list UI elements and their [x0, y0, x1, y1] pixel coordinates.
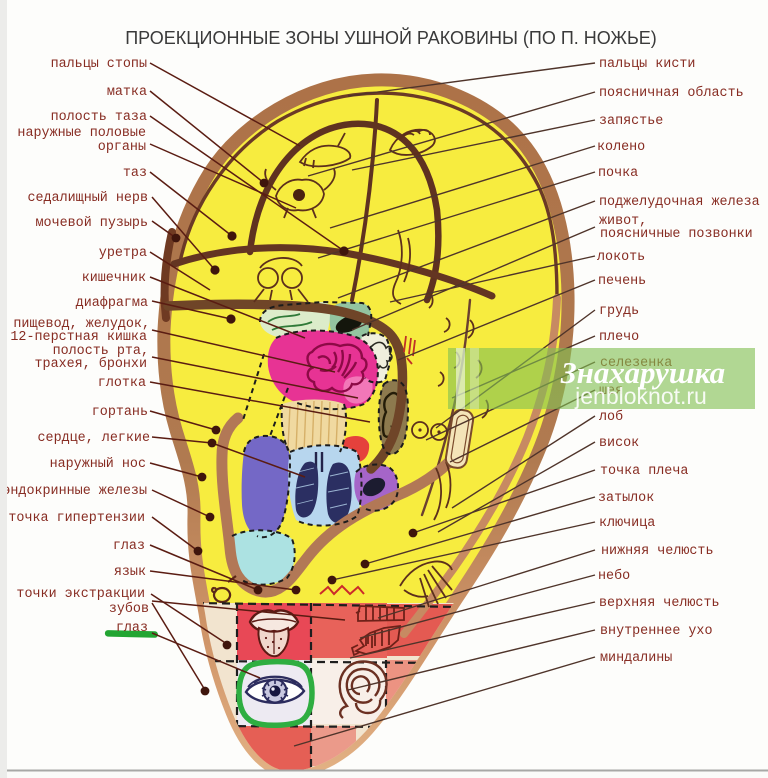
svg-text:седалищный нерв: седалищный нерв: [27, 191, 148, 206]
svg-text:12-перстная кишка: 12-перстная кишка: [10, 330, 147, 345]
svg-text:точка плеча: точка плеча: [600, 464, 688, 479]
svg-text:диафрагма: диафрагма: [76, 296, 148, 311]
svg-text:кишечник: кишечник: [82, 271, 146, 286]
svg-text:почка: почка: [598, 166, 638, 181]
svg-text:висок: висок: [599, 436, 639, 451]
svg-text:язык: язык: [114, 565, 146, 580]
svg-text:пищевод, желудок,: пищевод, желудок,: [13, 317, 150, 332]
svg-text:уретра: уретра: [99, 246, 147, 261]
svg-text:зубов: зубов: [109, 602, 149, 617]
svg-text:таз: таз: [123, 166, 147, 181]
svg-text:наружный нос: наружный нос: [50, 457, 146, 472]
svg-text:грудь: грудь: [599, 304, 639, 319]
svg-text:jenbloknot.ru: jenbloknot.ru: [574, 383, 707, 409]
svg-text:точки экстракции: точки экстракции: [16, 587, 145, 602]
svg-text:ПРОЕКЦИОННЫЕ ЗОНЫ УШНОЙ РАКОВИ: ПРОЕКЦИОННЫЕ ЗОНЫ УШНОЙ РАКОВИНЫ (ПО П. …: [125, 27, 657, 48]
svg-text:верхняя челюсть: верхняя челюсть: [599, 596, 720, 611]
svg-text:локоть: локоть: [597, 250, 645, 265]
svg-text:запястье: запястье: [599, 114, 663, 129]
svg-text:внутреннее ухо: внутреннее ухо: [600, 624, 713, 639]
svg-text:живот,: живот,: [599, 214, 647, 229]
svg-text:глотка: глотка: [98, 376, 146, 391]
svg-text:сердце, легкие: сердце, легкие: [38, 431, 151, 446]
svg-text:затылок: затылок: [598, 491, 654, 506]
svg-text:полость рта,: полость рта,: [53, 344, 149, 359]
svg-text:печень: печень: [598, 274, 646, 289]
svg-text:плечо: плечо: [599, 330, 639, 345]
svg-text:гортань: гортань: [92, 405, 148, 420]
svg-text:колено: колено: [597, 140, 645, 155]
svg-text:глаз: глаз: [116, 621, 148, 636]
svg-text:матка: матка: [107, 85, 147, 100]
svg-text:нижняя челюсть: нижняя челюсть: [601, 544, 714, 559]
svg-text:поясничные позвонки: поясничные позвонки: [600, 227, 753, 242]
svg-text:полость таза: полость таза: [51, 110, 147, 125]
svg-text:миндалины: миндалины: [600, 651, 672, 666]
svg-text:небо: небо: [598, 569, 630, 584]
svg-text:эндокринные железы: эндокринные железы: [2, 484, 147, 499]
svg-text:пальцы стопы: пальцы стопы: [51, 57, 147, 72]
svg-text:поясничная область: поясничная область: [599, 86, 744, 101]
svg-text:органы: органы: [98, 140, 146, 155]
svg-text:пальцы кисти: пальцы кисти: [599, 57, 695, 72]
svg-text:точка гипертензии: точка гипертензии: [8, 511, 145, 526]
svg-text:Знахарушка: Знахарушка: [560, 355, 725, 390]
svg-text:поджелудочная железа: поджелудочная железа: [599, 195, 760, 210]
svg-text:мочевой пузырь: мочевой пузырь: [36, 216, 149, 231]
svg-text:наружные половые: наружные половые: [17, 126, 146, 141]
svg-text:ключица: ключица: [599, 516, 655, 531]
svg-text:лоб: лоб: [599, 410, 623, 425]
svg-text:глаз: глаз: [113, 539, 145, 554]
svg-text:трахея, бронхи: трахея, бронхи: [35, 357, 148, 372]
